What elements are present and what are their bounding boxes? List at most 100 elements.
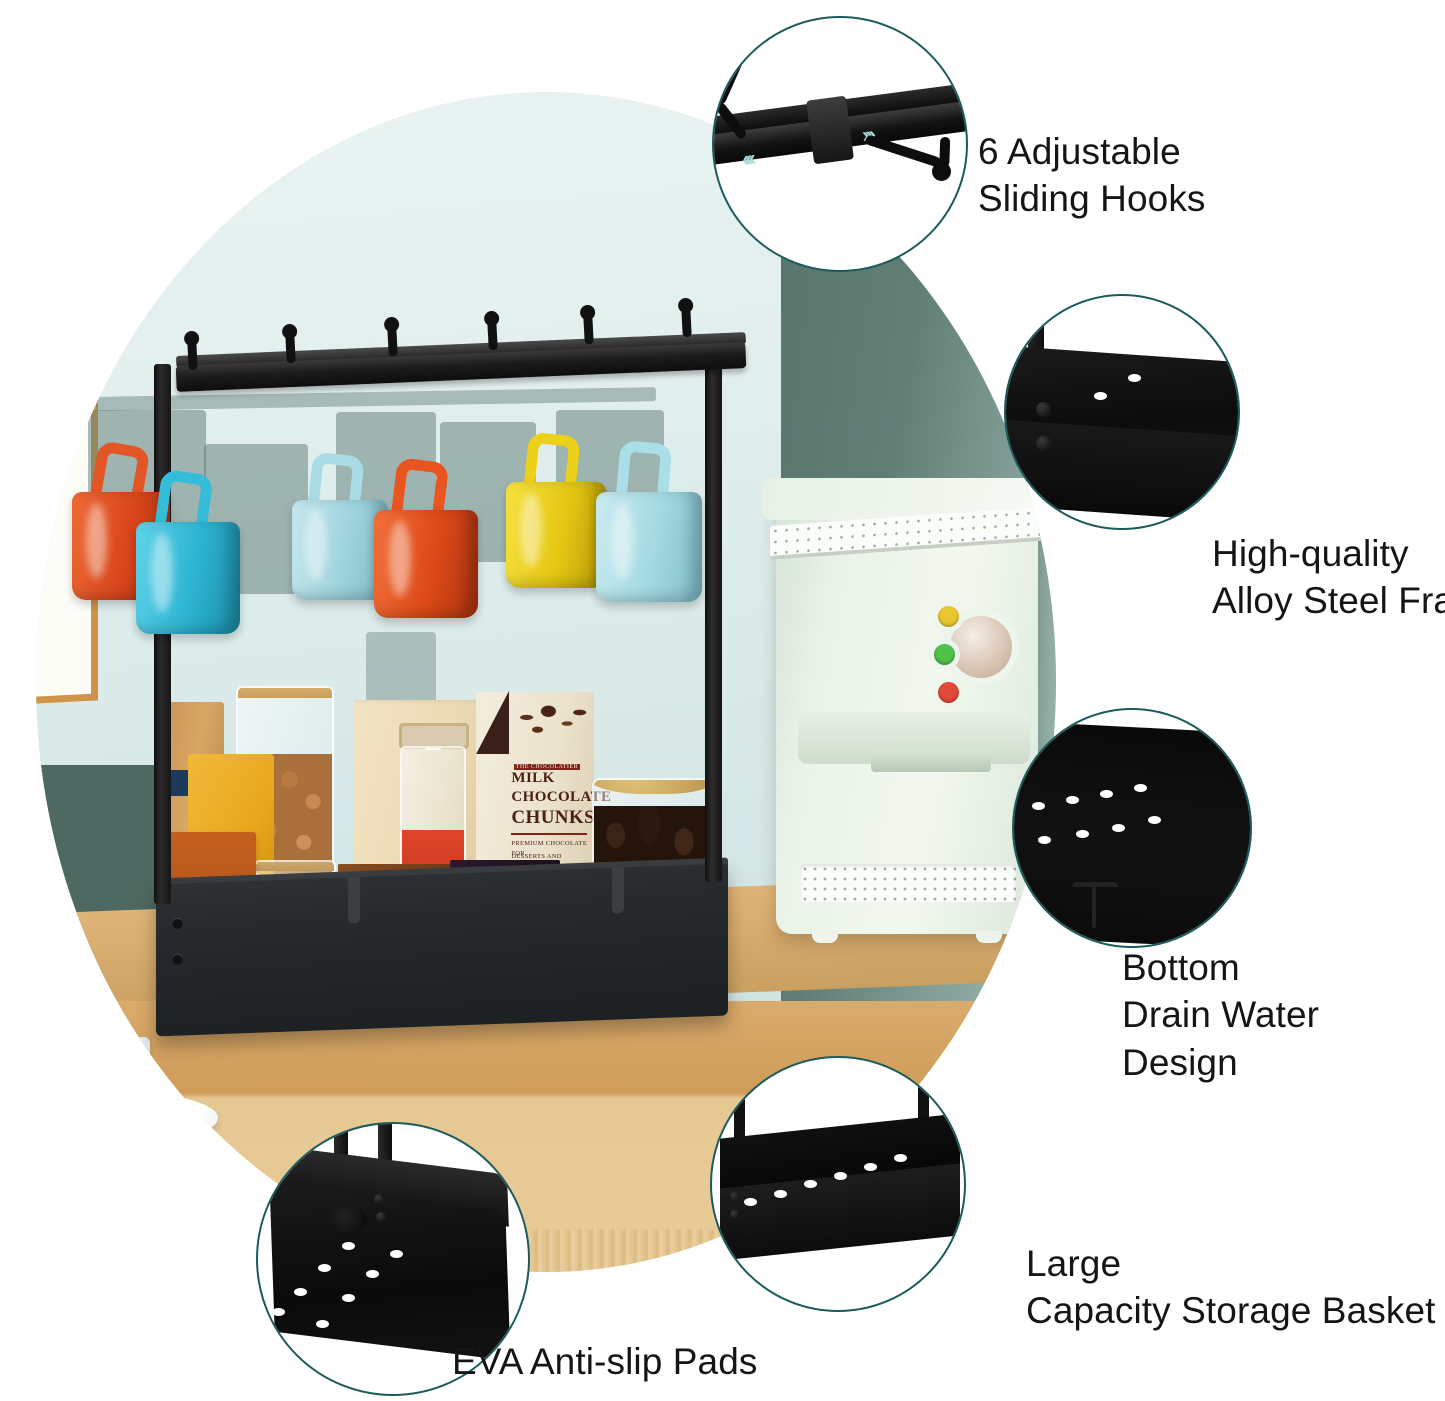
drain-hole-4 <box>1134 784 1147 792</box>
basket-detail-screw-1 <box>730 1192 739 1201</box>
basket-post-left <box>734 1062 745 1186</box>
machine-foot-left <box>812 931 838 943</box>
mug-body-yellow-1 <box>506 482 606 588</box>
rack-hook-2[interactable] <box>285 332 296 364</box>
machine-dial <box>950 616 1012 678</box>
drain-hole-6 <box>1076 830 1089 838</box>
rack-post-left <box>154 364 171 904</box>
cork-lid <box>594 780 714 794</box>
pad-hole-8 <box>390 1250 403 1258</box>
portafilter-arm <box>871 750 991 772</box>
pad-hole-3 <box>294 1288 307 1296</box>
sugar-jar-lid <box>256 862 334 871</box>
callout-label-anti-slip-pads: EVA Anti-slip Pads <box>452 1341 758 1382</box>
rack-post-right <box>705 344 722 882</box>
drain-channel <box>1092 884 1096 928</box>
choc-line-3: CHUNKS <box>511 807 596 829</box>
pad-hole-7 <box>316 1320 329 1328</box>
espresso-machine <box>776 494 1038 943</box>
choc-brand-line: THE CHOCOLATIER <box>513 764 581 771</box>
drain-hole-1 <box>1032 802 1045 810</box>
hook-upper-arm <box>714 48 748 106</box>
indicator-green-button[interactable] <box>934 644 955 665</box>
mug-lightblue-1 <box>292 451 388 600</box>
storage-basket <box>156 863 728 1037</box>
nut-jar-lid <box>238 688 332 698</box>
drain-hole-5 <box>1038 836 1051 844</box>
drain-hole-8 <box>1148 816 1161 824</box>
indicator-red-button[interactable] <box>938 682 959 703</box>
mug-gloss-lightblue-2 <box>610 503 635 580</box>
rack-hook-4[interactable] <box>487 319 498 351</box>
basket-post-right <box>918 1058 929 1156</box>
callout-anti-slip-pads <box>256 1122 530 1396</box>
callout-alloy-frame <box>1004 294 1240 530</box>
mug-gloss-lightblue-1 <box>305 510 327 580</box>
mug-yellow-1 <box>506 431 606 588</box>
basket-hole-4 <box>834 1172 847 1180</box>
rack-hook-6[interactable] <box>681 306 692 338</box>
callout-label-alloy-frame: High-quality Alloy Steel Frame <box>1212 533 1445 622</box>
frame-hole-2 <box>1128 374 1141 382</box>
oil-bottle-neck <box>424 748 442 750</box>
basket-drain-notch-2 <box>612 867 624 914</box>
mug-body-lightblue-2 <box>596 492 702 602</box>
indicator-yellow-button[interactable] <box>938 606 959 627</box>
pad-hole-5 <box>366 1270 379 1278</box>
cup-handle <box>36 1055 48 1097</box>
pad-hole-4 <box>272 1308 285 1316</box>
eva-anti-slip-pad <box>328 1208 368 1232</box>
coffee-surface <box>46 1041 144 1061</box>
rack-hook-3[interactable] <box>387 325 398 357</box>
callout-storage-basket <box>710 1056 966 1312</box>
basket-hole-6 <box>894 1154 907 1162</box>
mug-gloss-yellow-1 <box>520 492 542 567</box>
basket-drain-notch-1 <box>348 877 360 924</box>
milk-chocolate-chunks-box: THE CHOCOLATIER MILK CHOCOLATE CHUNKS PR… <box>476 691 611 878</box>
rack-hook-1[interactable] <box>187 339 198 371</box>
callout-sliding-hooks: ‹‹‹ ››› <box>712 16 968 272</box>
pad-hole-2 <box>318 1264 331 1272</box>
drain-hole-7 <box>1112 824 1125 832</box>
pad-hole-1 <box>342 1242 355 1250</box>
pad-hole-6 <box>342 1294 355 1302</box>
perforated-bottom-plate <box>1014 719 1250 946</box>
choc-box-roof <box>476 691 510 755</box>
paper-bag-handle-cutout <box>398 722 470 749</box>
frame-side-panel <box>1006 418 1238 524</box>
mug-body-cyan-1 <box>136 522 240 634</box>
mug-gloss-orange-1 <box>85 502 108 579</box>
frame-screw-1 <box>1036 402 1051 417</box>
basket-hole-1 <box>744 1198 757 1206</box>
callout-label-storage-basket: Large Capacity Storage Basket <box>1026 1243 1436 1332</box>
frame-screw-2 <box>1036 436 1051 451</box>
mug-gloss-cyan-1 <box>150 533 174 612</box>
mug-body-orange-2 <box>374 510 478 618</box>
choc-line-2: CHOCOLATE <box>511 788 612 805</box>
rack-hook-5[interactable] <box>583 313 594 345</box>
basket-hole-3 <box>804 1180 817 1188</box>
callout-label-drain-water: Bottom Drain Water Design <box>1122 947 1320 1083</box>
frame-hole-1 <box>1094 392 1107 400</box>
drain-hole-3 <box>1100 790 1113 798</box>
sliding-hook-collar <box>805 95 855 165</box>
basket-screw-2 <box>172 953 183 965</box>
basket-hole-5 <box>864 1163 877 1171</box>
mug-gloss-orange-2 <box>388 520 412 597</box>
chocolate-chunks-art <box>511 701 590 743</box>
pad-screw-2 <box>376 1212 386 1222</box>
mug-cyan-1 <box>136 468 240 634</box>
basket-screw-1 <box>172 917 183 929</box>
basket-hole-2 <box>774 1190 787 1198</box>
pad-bottom-plate <box>269 1181 511 1361</box>
drain-hole-2 <box>1066 796 1079 804</box>
drip-tray <box>800 864 1016 902</box>
machine-foot-right <box>976 931 1002 943</box>
pad-screw-1 <box>374 1194 384 1204</box>
callout-drain-water <box>1012 708 1252 948</box>
hook-tip-knob <box>932 162 951 181</box>
mug-lightblue-2 <box>596 439 702 602</box>
mug-orange-2 <box>374 457 478 618</box>
basket-detail-screw-2 <box>730 1210 739 1219</box>
